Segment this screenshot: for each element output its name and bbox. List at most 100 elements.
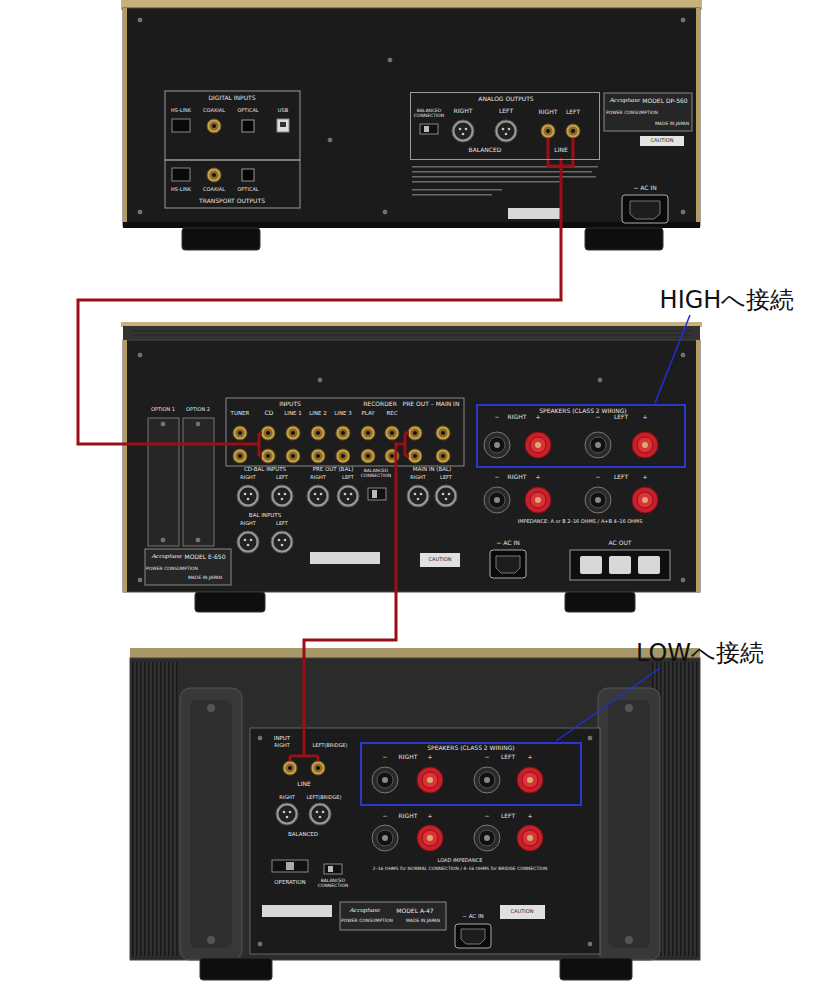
panel-label: POWER CONSUMPTION bbox=[606, 111, 658, 116]
panel-label: OPTION 2 bbox=[186, 407, 210, 413]
panel-label: + bbox=[427, 813, 432, 820]
panel-label: INPUT bbox=[274, 735, 290, 741]
jack-group: CD bbox=[256, 409, 282, 464]
panel-label: − bbox=[382, 813, 387, 820]
panel-label: POWER CONSUMPTION bbox=[341, 919, 393, 924]
panel-label: + bbox=[642, 474, 647, 481]
panel-label: POWER CONSUMPTION bbox=[146, 567, 198, 572]
panel-label: LINE 3 bbox=[334, 410, 352, 416]
signal-cable bbox=[78, 158, 561, 444]
panel-label: LINE 1 bbox=[284, 410, 302, 416]
panel-label: TRANSPORT OUTPUTS bbox=[199, 198, 265, 205]
brand-logo: Accuphase bbox=[350, 907, 380, 915]
panel-label: LEFT(BRIDGE) bbox=[307, 795, 342, 801]
panel-label: 2–16 OHMS for NORMAL CONNECTION / 4–16 O… bbox=[373, 867, 548, 872]
panel-label: HS-LINK bbox=[171, 108, 191, 114]
callout-text: LOWへ接続 bbox=[636, 640, 764, 666]
panel-label: TUNER bbox=[231, 410, 250, 416]
panel-label: LOAD IMPEDANCE bbox=[438, 858, 483, 864]
panel-label: RIGHT bbox=[508, 414, 527, 421]
jack-group: LINE bbox=[276, 752, 332, 792]
panel-label: COAXIAL bbox=[203, 187, 225, 193]
panel-label: − bbox=[484, 754, 489, 761]
panel-label: OPERATION bbox=[274, 879, 305, 885]
panel-label: ANALOG OUTPUTS bbox=[478, 96, 533, 103]
signal-cable bbox=[304, 444, 400, 752]
panel-label: RIGHT bbox=[454, 108, 473, 115]
cd-player-chassis bbox=[121, 0, 702, 250]
panel-label: − bbox=[494, 414, 499, 421]
panel-label: DIGITAL INPUTS bbox=[208, 95, 255, 102]
panel-label: HS-LINK bbox=[171, 187, 191, 193]
output-section: ANALOG OUTPUTS LINE bbox=[410, 92, 600, 160]
panel-label: BALANCED CONNECTION bbox=[317, 879, 349, 889]
jack-group: PRE OUT – MAIN IN bbox=[400, 399, 463, 464]
panel-label: BALANCED CONNECTION bbox=[413, 109, 445, 119]
panel-label: + bbox=[535, 474, 540, 481]
panel-label: CAUTION bbox=[511, 909, 534, 915]
panel-label: INPUTS bbox=[279, 401, 301, 408]
panel-label: RECORDER bbox=[363, 401, 397, 408]
panel-label: MODEL DP-560 bbox=[642, 98, 687, 105]
panel-label: PRE OUT (BAL) bbox=[313, 466, 354, 472]
panel-label: SPEAKERS (CLASS 2 WIRING) bbox=[539, 408, 626, 415]
device-panel: AccuphaseMODEL E-650CDPRE OUT – MAIN INS… bbox=[123, 340, 700, 592]
panel-label: − bbox=[484, 813, 489, 820]
panel-label: RIGHT bbox=[508, 474, 527, 481]
panel-label: RIGHT bbox=[399, 813, 418, 820]
panel-label: CD-BAL INPUTS bbox=[244, 466, 286, 472]
panel-label: − bbox=[382, 754, 387, 761]
panel-label: − bbox=[595, 474, 600, 481]
panel-label: MODEL A-47 bbox=[396, 908, 433, 915]
panel-label: LEFT bbox=[566, 109, 580, 116]
panel-label: RIGHT bbox=[310, 475, 326, 481]
panel-label: RIGHT bbox=[279, 795, 295, 801]
panel-label: + bbox=[527, 813, 532, 820]
panel-label: BALANCED CONNECTION bbox=[360, 469, 392, 479]
panel-label: LEFT bbox=[440, 475, 452, 481]
panel-label: CAUTION bbox=[429, 557, 452, 563]
panel-label: LEFT bbox=[501, 813, 515, 820]
panel-label: − bbox=[494, 474, 499, 481]
panel-label: LEFT bbox=[342, 475, 354, 481]
panel-label: RIGHT bbox=[240, 475, 256, 481]
panel-label: RIGHT bbox=[240, 521, 256, 527]
panel-label: RIGHT bbox=[274, 743, 290, 749]
power-amplifier-chassis bbox=[130, 648, 700, 980]
panel-label: LEFT bbox=[501, 754, 515, 761]
panel-label: LEFT(BRIDGE) bbox=[313, 743, 348, 749]
panel-label: LINE bbox=[297, 781, 310, 788]
panel-label: LEFT bbox=[276, 521, 288, 527]
panel-label: + bbox=[535, 414, 540, 421]
panel-label: LEFT bbox=[276, 475, 288, 481]
device-panel: Accuphase MODEL A-47 LINE SPEAKERS (CLASS 2… bbox=[130, 660, 700, 960]
panel-label: SPEAKERS (CLASS 2 WIRING) bbox=[427, 745, 514, 752]
callout-text: HIGHへ接続 bbox=[660, 287, 795, 313]
leader-line bbox=[556, 315, 690, 741]
panel-label: PRE OUT – MAIN IN bbox=[403, 401, 460, 408]
panel-label: MADE IN JAPAN bbox=[188, 576, 222, 581]
panel-label: RIGHT bbox=[410, 475, 426, 481]
panel-label: + bbox=[642, 414, 647, 421]
panel-label: LINE bbox=[554, 147, 567, 154]
cable-bracket bbox=[256, 138, 573, 761]
panel-label: COAXIAL bbox=[203, 108, 225, 114]
panel-label: ~ AC IN bbox=[462, 913, 483, 919]
panel-label: LINE 2 bbox=[309, 410, 327, 416]
panel-label: + bbox=[427, 754, 432, 761]
panel-label: ~ AC IN bbox=[496, 540, 519, 547]
panel-label: PLAY bbox=[361, 410, 374, 416]
panel-label: CAUTION bbox=[651, 138, 674, 144]
panel-label: ~ AC IN bbox=[633, 185, 656, 192]
panel-label: OPTION 1 bbox=[151, 407, 175, 413]
brand-logo: Accuphase bbox=[152, 553, 182, 561]
panel-label: BALANCED bbox=[469, 147, 502, 154]
panel-label: AC OUT bbox=[609, 540, 632, 547]
panel-label: − bbox=[595, 414, 600, 421]
speaker-terminal-box: SPEAKERS (CLASS 2 WIRING) bbox=[360, 742, 582, 806]
panel-label: LEFT bbox=[614, 474, 628, 481]
brand-logo: Accuphase bbox=[610, 97, 640, 105]
panel-label: BALANCED bbox=[288, 831, 318, 837]
